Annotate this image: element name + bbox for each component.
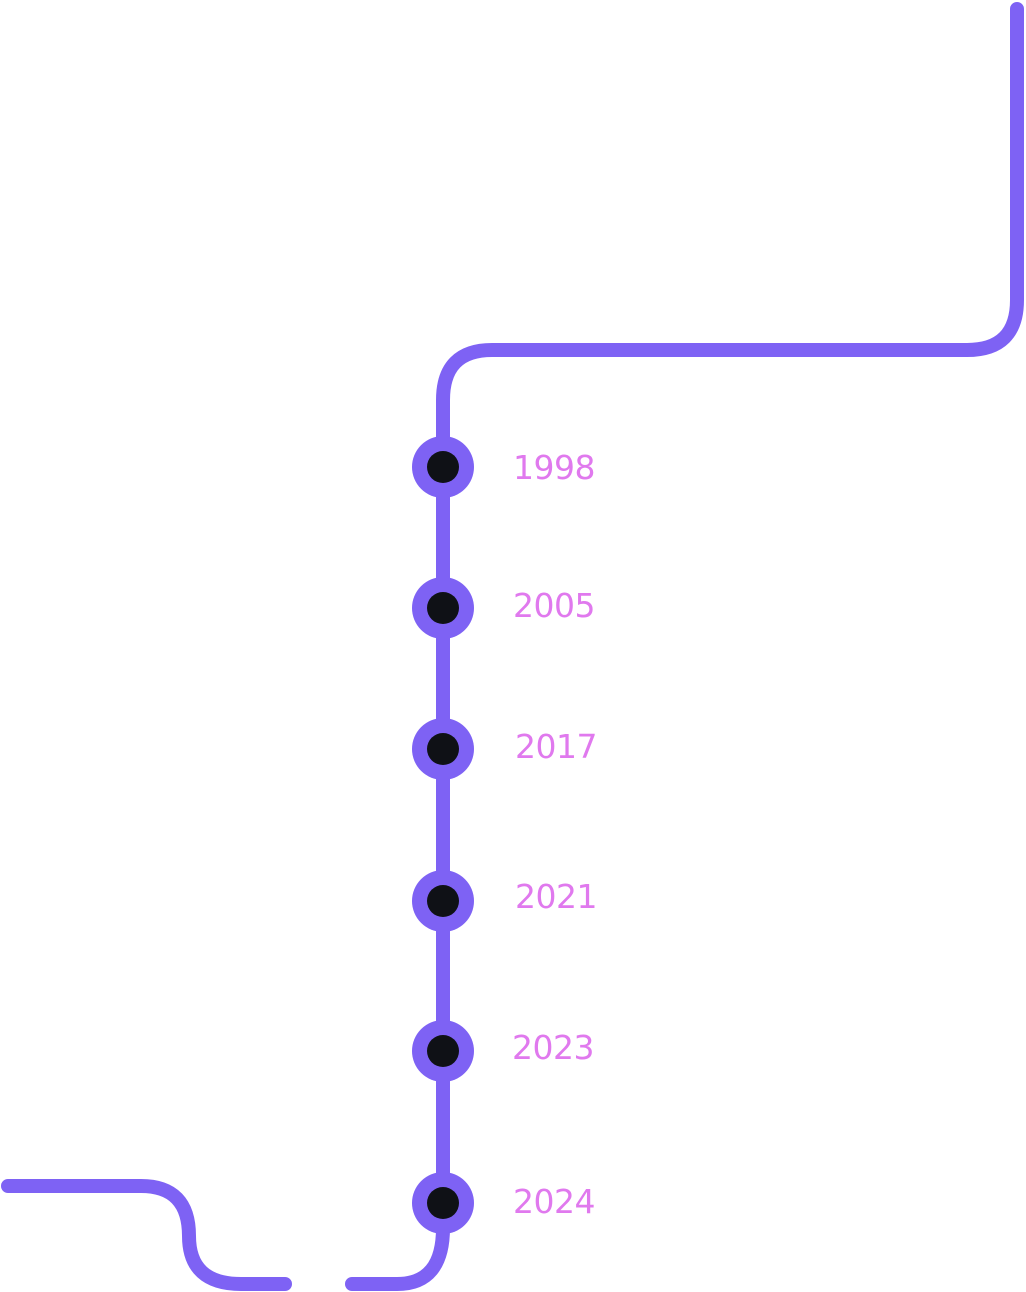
milestone-node-center: [427, 451, 459, 483]
milestone-year-label: 2021: [515, 877, 597, 916]
milestone-2023: 2023: [412, 1020, 594, 1082]
milestone-year-label: 2023: [512, 1028, 594, 1067]
milestone-1998: 1998: [412, 436, 595, 498]
milestone-year-label: 2005: [513, 586, 595, 625]
milestone-node-center: [427, 592, 459, 624]
milestone-year-label: 1998: [513, 448, 595, 487]
milestone-node-center: [427, 1035, 459, 1067]
milestone-node-center: [427, 885, 459, 917]
milestone-node-center: [427, 1187, 459, 1219]
milestone-node-center: [427, 733, 459, 765]
milestone-2017: 2017: [412, 718, 597, 780]
milestone-year-label: 2024: [513, 1182, 595, 1221]
milestone-2005: 2005: [412, 577, 595, 639]
milestone-2021: 2021: [412, 870, 597, 932]
timeline-path-bottom-left: [1, 1179, 292, 1291]
timeline-path-main: [345, 2, 1024, 1291]
milestone-2024: 2024: [412, 1172, 595, 1234]
milestone-year-label: 2017: [515, 727, 597, 766]
